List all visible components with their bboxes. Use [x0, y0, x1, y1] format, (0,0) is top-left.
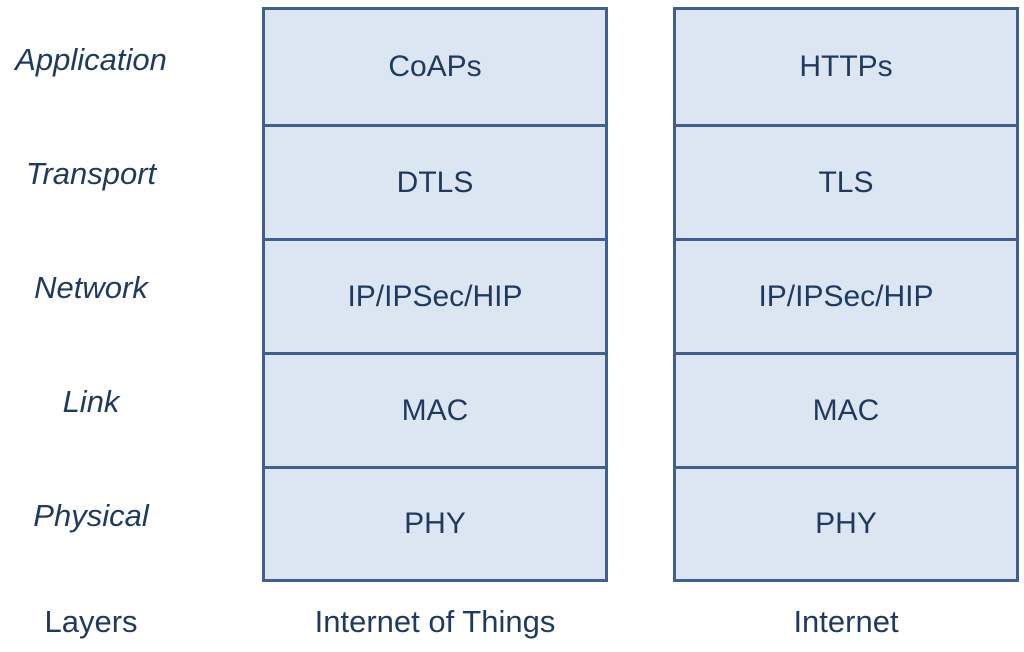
iot-physical-cell: PHY: [265, 466, 605, 579]
internet-physical-cell: PHY: [676, 466, 1016, 579]
layer-label-application: Application: [15, 42, 167, 77]
iot-protocol-stack: CoAPs DTLS IP/IPSec/HIP MAC PHY: [262, 7, 608, 582]
iot-link-cell: MAC: [265, 352, 605, 466]
footer-iot-label: Internet of Things: [314, 604, 556, 639]
iot-transport-cell: DTLS: [265, 124, 605, 238]
footer-internet-label: Internet: [793, 604, 899, 639]
layer-label-network: Network: [34, 270, 148, 305]
internet-link-cell: MAC: [676, 352, 1016, 466]
layer-label-physical: Physical: [33, 498, 149, 533]
iot-network-cell: IP/IPSec/HIP: [265, 238, 605, 352]
layer-label-link: Link: [62, 384, 120, 419]
internet-protocol-stack: HTTPs TLS IP/IPSec/HIP MAC PHY: [673, 7, 1019, 582]
layer-label-transport: Transport: [25, 156, 157, 191]
iot-application-cell: CoAPs: [388, 50, 482, 83]
internet-application-cell: HTTPs: [799, 50, 893, 83]
internet-network-cell: IP/IPSec/HIP: [676, 238, 1016, 352]
footer-layers-label: Layers: [44, 604, 138, 639]
internet-transport-cell: TLS: [676, 124, 1016, 238]
